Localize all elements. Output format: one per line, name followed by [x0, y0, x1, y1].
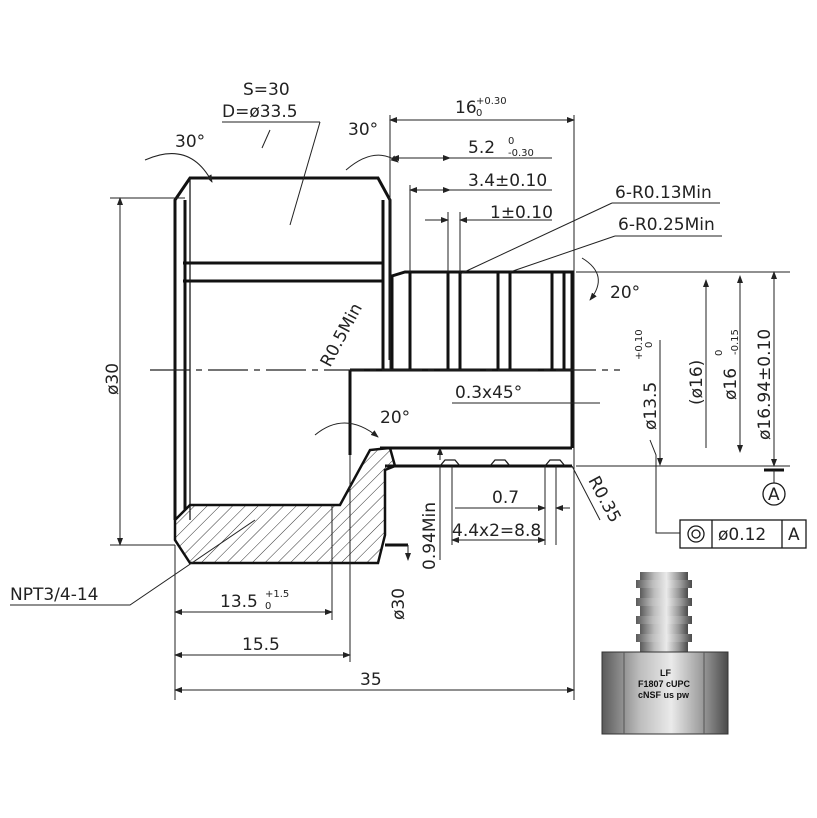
label-len-16-tol-up: +0.30 [476, 96, 507, 107]
label-len-3-4: 3.4±0.10 [468, 171, 547, 191]
label-len-1: 1±0.10 [490, 203, 553, 223]
label-dia-13-5: ø13.5 [641, 382, 661, 430]
label-len-13-5: 13.5 [220, 592, 258, 612]
label-len-15-5: 15.5 [242, 635, 280, 655]
label-len-35: 35 [360, 670, 382, 690]
label-dia-13-5-tol-dn: 0 [644, 342, 655, 348]
label-len-5-2-tol-up: 0 [508, 136, 514, 147]
photo-stamp-line1: LF [660, 668, 671, 678]
label-len-16-tol-dn: 0 [476, 108, 482, 119]
label-chamfer-right: 30° [348, 120, 378, 140]
product-photo: LF F1807 cUPC cNSF us pw [601, 572, 729, 735]
label-len-5-2-tol-dn: -0.30 [508, 148, 534, 159]
label-len-5-2: 5.2 [468, 138, 495, 158]
fitting-body [150, 176, 620, 565]
label-dia-16-tol-dn: -0.15 [730, 329, 741, 355]
label-gdt-datum: A [788, 525, 800, 545]
label-dia-30-bottom: ø30 [389, 588, 409, 620]
label-datum: A [768, 485, 780, 505]
label-chamfer-left: 30° [175, 132, 205, 152]
label-hex-size: S=30 [243, 80, 290, 100]
label-gdt-tol: ø0.12 [718, 525, 766, 545]
label-angle-20-inner: 20° [380, 408, 410, 428]
label-len-13-5-tol-dn: 0 [265, 601, 271, 612]
label-radius-013: 6-R0.13Min [615, 183, 712, 203]
label-len-13-5-tol-up: +1.5 [265, 589, 289, 600]
label-chamfer-03: 0.3x45° [455, 383, 522, 403]
label-dia-16-ref: (ø16) [687, 360, 707, 405]
photo-stamp-line3: cNSF us pw [638, 690, 690, 700]
dimensions: S=30 D=ø33.5 30° 30° 16 +0.30 0 5.2 0 -0… [10, 80, 807, 700]
label-len-0-7: 0.7 [492, 488, 519, 508]
label-dia-13-5-tol-up: +0.10 [634, 329, 645, 360]
label-len-0-94: 0.94Min [420, 502, 440, 570]
label-dia-16: ø16 [721, 368, 741, 400]
label-angle-20-top: 20° [610, 283, 640, 303]
label-dia-16-tol-up: 0 [714, 350, 725, 356]
photo-stamp-line2: F1807 cUPC [638, 679, 691, 689]
label-radius-025: 6-R0.25Min [618, 215, 715, 235]
label-len-16: 16 [455, 98, 477, 118]
label-r05: R0.5Min [317, 300, 367, 370]
label-dia-30-left: ø30 [103, 363, 123, 395]
label-dia-16-94: ø16.94±0.10 [755, 329, 775, 440]
label-len-4-4: 4.4x2=8.8 [452, 521, 541, 541]
label-thread: NPT3/4-14 [10, 585, 98, 605]
label-hex-diag: D=ø33.5 [222, 102, 298, 122]
